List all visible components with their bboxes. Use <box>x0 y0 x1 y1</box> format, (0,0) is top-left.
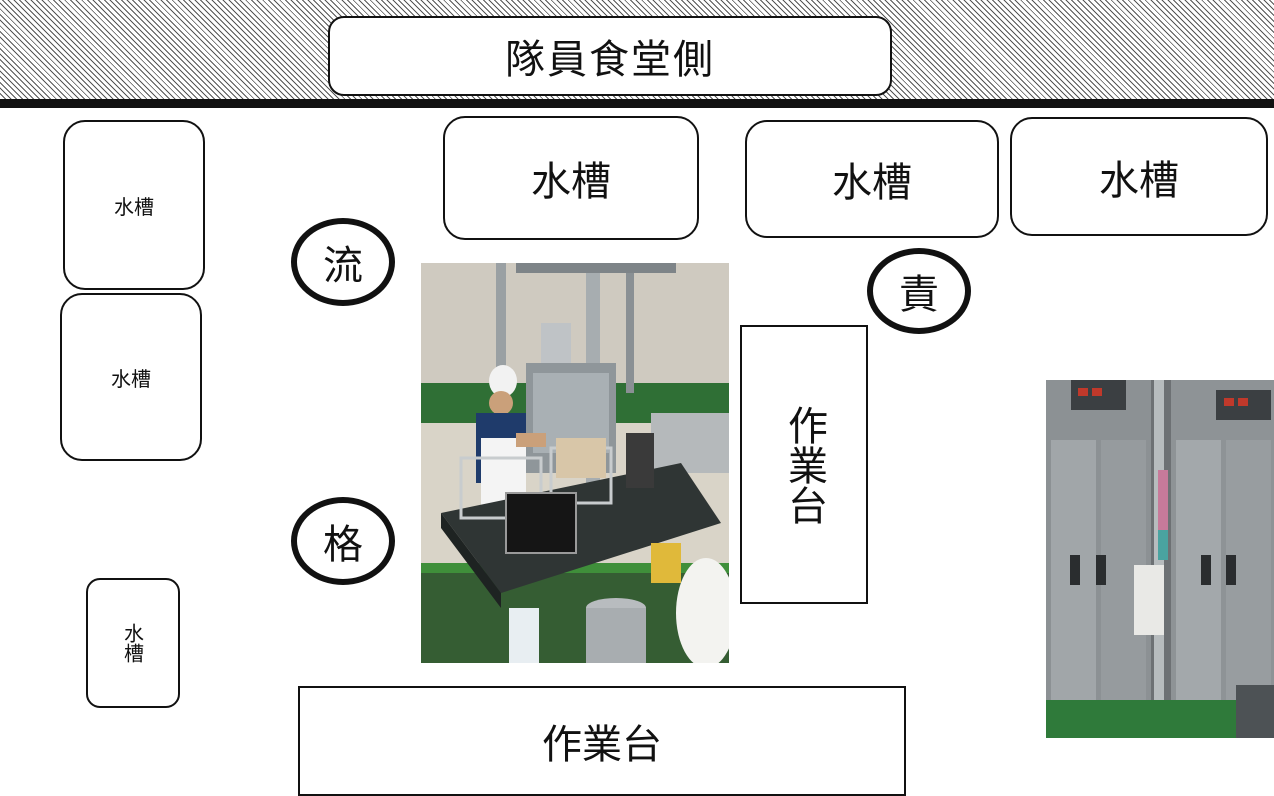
steel-cabinets-photo <box>1046 380 1274 738</box>
tank-left-bottom: 水槽 <box>86 578 180 708</box>
tank-top-1: 水槽 <box>443 116 699 240</box>
marker-seki-label: 責 <box>899 272 939 318</box>
tank-top-3-label: 水槽 <box>1099 157 1179 204</box>
workbench-vertical: 作業台 <box>740 325 868 604</box>
header-title: 隊員食堂側 <box>505 37 715 83</box>
tank-left-top-label: 水槽 <box>114 194 154 219</box>
tank-left-bottom-label: 水槽 <box>120 623 145 663</box>
marker-ryu: 流 <box>291 218 395 306</box>
tank-left-middle-label: 水槽 <box>111 366 151 391</box>
workbench-bottom-label: 作業台 <box>542 722 662 768</box>
tank-top-2-label: 水槽 <box>832 160 912 206</box>
tank-left-top: 水槽 <box>63 120 205 290</box>
tank-top-2: 水槽 <box>745 120 999 238</box>
tank-left-middle: 水槽 <box>60 293 202 461</box>
workbench-bottom: 作業台 <box>298 686 906 796</box>
marker-seki: 責 <box>867 248 971 334</box>
marker-kaku-label: 格 <box>323 522 363 568</box>
header-divider <box>0 99 1274 108</box>
marker-kaku: 格 <box>291 497 395 585</box>
tank-top-1-label: 水槽 <box>531 159 611 205</box>
marker-ryu-label: 流 <box>323 243 363 289</box>
tank-top-3: 水槽 <box>1010 117 1268 236</box>
header-title-box: 隊員食堂側 <box>328 16 892 96</box>
kitchen-dishwashing-photo <box>421 263 729 663</box>
workbench-vertical-label: 作業台 <box>781 404 827 525</box>
